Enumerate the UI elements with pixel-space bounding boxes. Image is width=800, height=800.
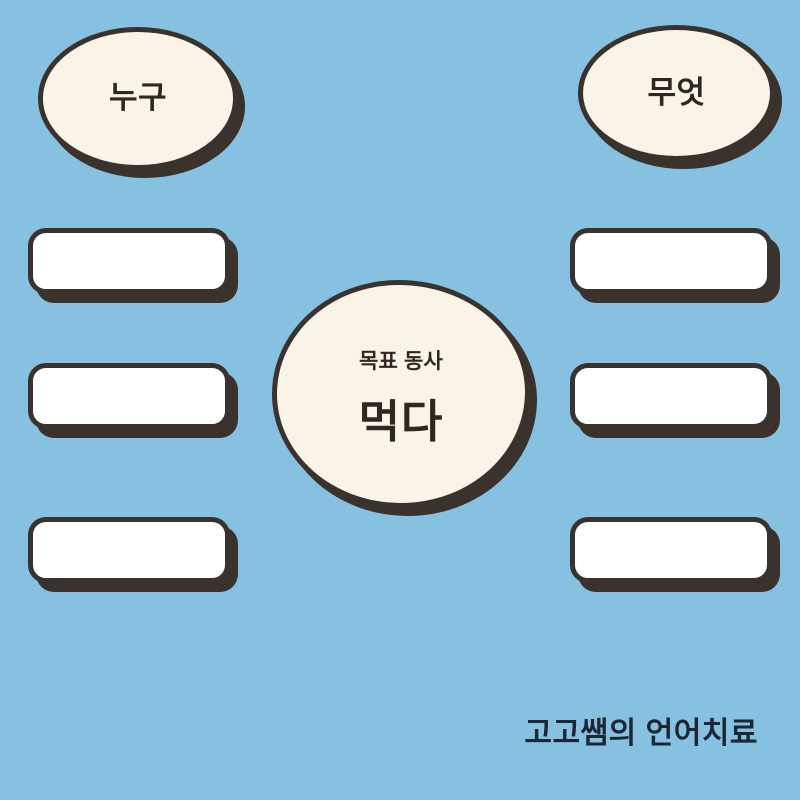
prompt-label-what: 무엇 [647, 74, 706, 110]
prompt-bubble-what[interactable]: 무엇 [578, 25, 775, 161]
target-verb-label: 먹다 [358, 395, 444, 447]
target-verb-sublabel: 목표 동사 [358, 349, 444, 373]
answer-slot-what-1[interactable] [570, 228, 772, 294]
prompt-bubble-who[interactable]: 누구 [38, 27, 238, 170]
answer-slot-who-3[interactable] [28, 517, 230, 583]
answer-slot-who-2[interactable] [28, 363, 230, 429]
target-verb-bubble[interactable]: 목표 동사 먹다 [272, 280, 530, 508]
prompt-label-who: 누구 [108, 80, 168, 116]
watermark-credit: 고고쌤의 언어치료 [524, 717, 758, 750]
answer-slot-who-1[interactable] [28, 228, 230, 294]
answer-slot-what-2[interactable] [570, 363, 772, 429]
answer-slot-what-3[interactable] [570, 517, 772, 583]
